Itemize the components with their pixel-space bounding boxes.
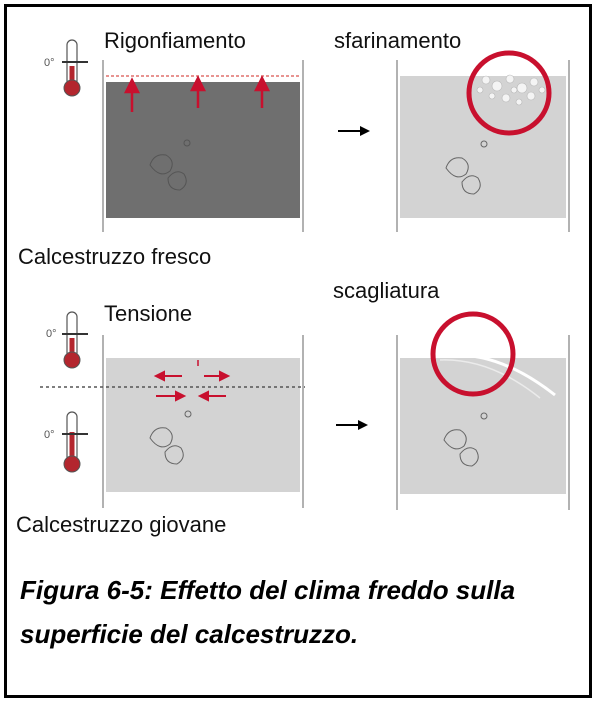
panel-fresh-concrete (102, 60, 304, 232)
aggregate-stones (445, 140, 488, 195)
panel-scaling (396, 311, 570, 510)
caption-line-2: superficie del calcestruzzo. (20, 619, 359, 649)
scaled-flake (439, 353, 556, 397)
label-scagliatura: scagliatura (333, 278, 440, 303)
swell-arrow-head (189, 75, 207, 92)
process-arrow (336, 420, 368, 430)
figure-caption: Figura 6-5: Effetto del clima freddo sul… (20, 568, 580, 656)
label-calcestruzzo-fresco: Calcestruzzo fresco (18, 244, 212, 269)
label-tensione: Tensione (104, 301, 193, 326)
panel-young-concrete (40, 335, 305, 508)
highlight-circle (466, 50, 552, 136)
process-arrow (338, 126, 370, 136)
dust-particles (476, 74, 546, 106)
aggregate-stones (149, 139, 191, 191)
light-concrete-block (106, 358, 300, 492)
temperature-label: 0° (46, 328, 57, 340)
thermometer-icon (62, 311, 88, 369)
swelling-arrows (123, 75, 271, 112)
label-rigonfiamento: Rigonfiamento (104, 28, 246, 53)
light-concrete-block (400, 358, 566, 494)
figure-frame (4, 4, 592, 698)
swell-arrow-head (253, 75, 271, 92)
label-sfarinamento: sfarinamento (334, 28, 462, 53)
temperature-label: 0° (44, 57, 55, 69)
label-calcestruzzo-giovane: Calcestruzzo giovane (16, 512, 227, 537)
swell-arrow-head (123, 77, 141, 94)
thermometer-icon (62, 39, 88, 97)
aggregate-stones (149, 410, 192, 465)
tension-arrows (153, 360, 231, 402)
thermometer-icon (62, 411, 88, 473)
dark-concrete-block (106, 82, 300, 218)
panel-dusting (396, 50, 570, 232)
caption-line-1: Figura 6-5: Effetto del clima freddo sul… (20, 575, 516, 605)
highlight-circle (430, 311, 516, 397)
temperature-label: 0° (44, 429, 55, 441)
aggregate-stones (443, 412, 488, 467)
